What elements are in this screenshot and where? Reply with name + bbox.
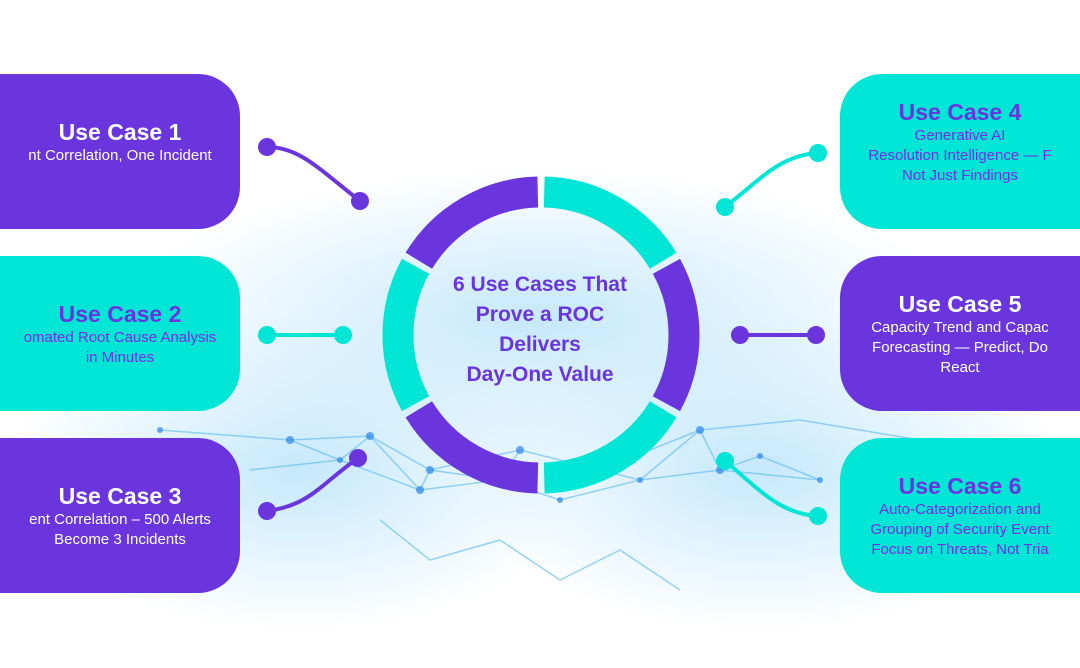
use-case-desc: omated Root Cause Analysis xyxy=(23,328,217,346)
use-case-title: Use Case 1 xyxy=(58,118,182,145)
ring-segment-5 xyxy=(382,258,430,412)
ring-segment-2 xyxy=(652,258,700,412)
use-case-title: Use Case 2 xyxy=(58,300,182,327)
use-case-desc: Auto-Categorization and xyxy=(879,500,1041,518)
use-case-title: Use Case 3 xyxy=(58,482,182,509)
use-case-desc: ent Correlation – 500 Alerts xyxy=(29,510,211,528)
connector-4 xyxy=(716,144,827,216)
ring-segment-4 xyxy=(405,400,539,494)
use-case-desc: in Minutes xyxy=(85,348,155,366)
use-case-4-card: Use Case 4 Generative AI Resolution Inte… xyxy=(840,74,1080,229)
center-title-line: Prove a ROC xyxy=(475,303,605,326)
center-title-line: 6 Use Cases That xyxy=(453,273,627,296)
use-case-title: Use Case 4 xyxy=(898,98,1022,125)
connector-5 xyxy=(731,326,825,344)
use-case-desc: nt Correlation, One Incident xyxy=(28,146,212,164)
center-ring xyxy=(382,176,700,494)
use-case-6-card: Use Case 6 Auto-Categorization and Group… xyxy=(840,438,1080,593)
use-case-desc: Capacity Trend and Capac xyxy=(871,318,1049,336)
use-case-3-card: Use Case 3 ent Correlation – 500 Alerts … xyxy=(0,438,240,593)
use-case-desc: Become 3 Incidents xyxy=(54,530,186,548)
use-case-desc: Focus on Threats, Not Tria xyxy=(871,540,1049,558)
use-case-title: Use Case 6 xyxy=(898,472,1022,499)
connector-2 xyxy=(258,326,352,344)
use-case-desc: Generative AI xyxy=(914,126,1006,144)
connector-3 xyxy=(258,449,367,520)
connector-1 xyxy=(258,138,369,210)
use-case-title: Use Case 5 xyxy=(898,290,1022,317)
ring-segment-6 xyxy=(405,176,539,270)
use-case-desc: Resolution Intelligence — F xyxy=(868,146,1052,164)
connector-6 xyxy=(716,452,827,525)
center-title-line: Day-One Value xyxy=(466,363,614,386)
use-case-2-card: Use Case 2 omated Root Cause Analysis in… xyxy=(0,256,240,411)
use-case-desc: Grouping of Security Event xyxy=(870,520,1050,538)
use-case-1-card: Use Case 1 nt Correlation, One Incident xyxy=(0,74,240,229)
use-case-desc: React xyxy=(940,358,980,376)
use-case-desc: Forecasting — Predict, Do xyxy=(872,338,1048,356)
center-title: 6 Use Cases That Prove a ROC Delivers Da… xyxy=(420,270,660,390)
ring-segment-1 xyxy=(543,176,677,270)
use-case-5-card: Use Case 5 Capacity Trend and Capac Fore… xyxy=(840,256,1080,411)
ring-segment-3 xyxy=(543,400,677,494)
use-case-desc: Not Just Findings xyxy=(902,166,1018,184)
center-title-line: Delivers xyxy=(499,333,581,356)
